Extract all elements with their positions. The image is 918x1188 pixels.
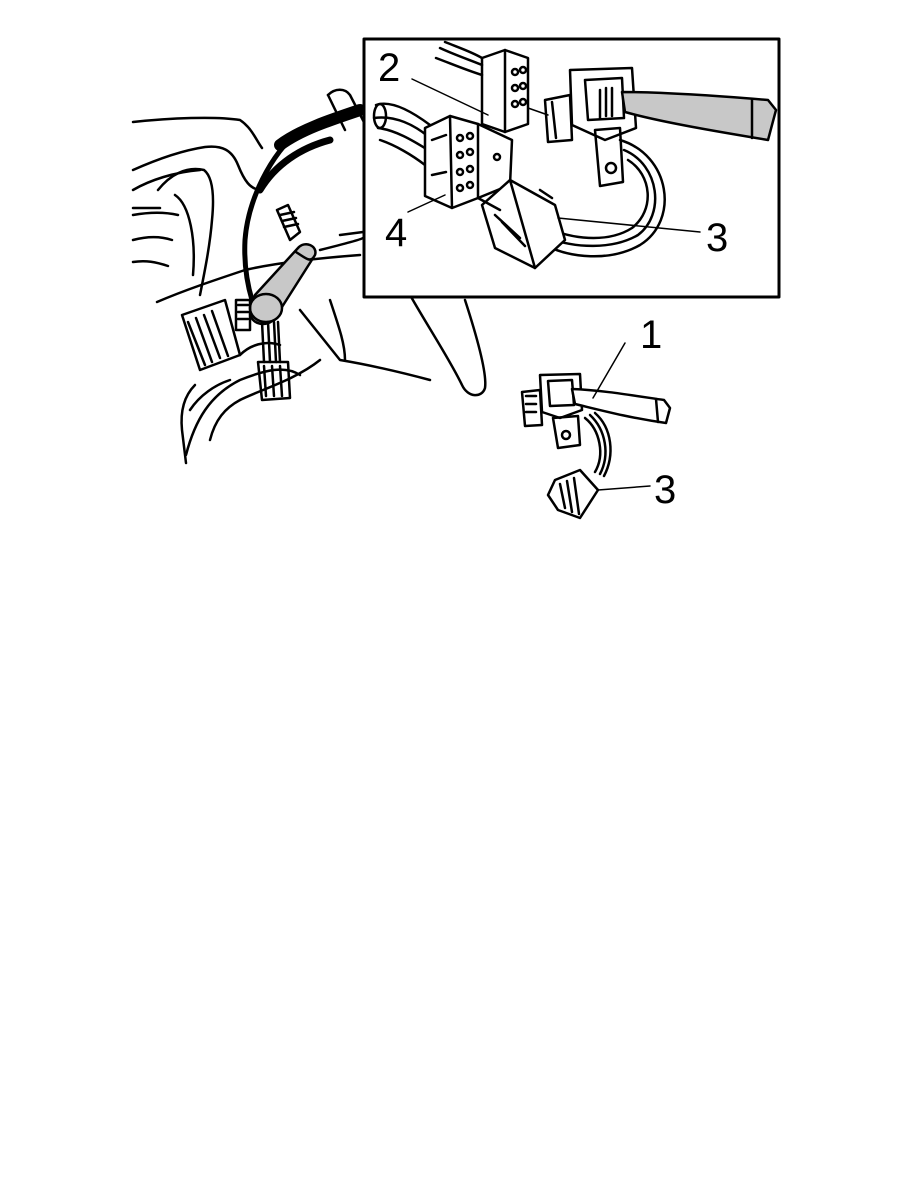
inset-connector-drawing: [372, 40, 778, 270]
callout-4: 4: [385, 211, 408, 255]
callout-3-inset: 3: [706, 216, 729, 260]
callout-1: 1: [640, 313, 663, 357]
callout-2: 2: [378, 46, 401, 90]
callout-3-switch: 3: [654, 468, 677, 512]
removed-stalk-switch-drawing: [520, 372, 672, 520]
steering-column-drawing: [131, 88, 487, 465]
